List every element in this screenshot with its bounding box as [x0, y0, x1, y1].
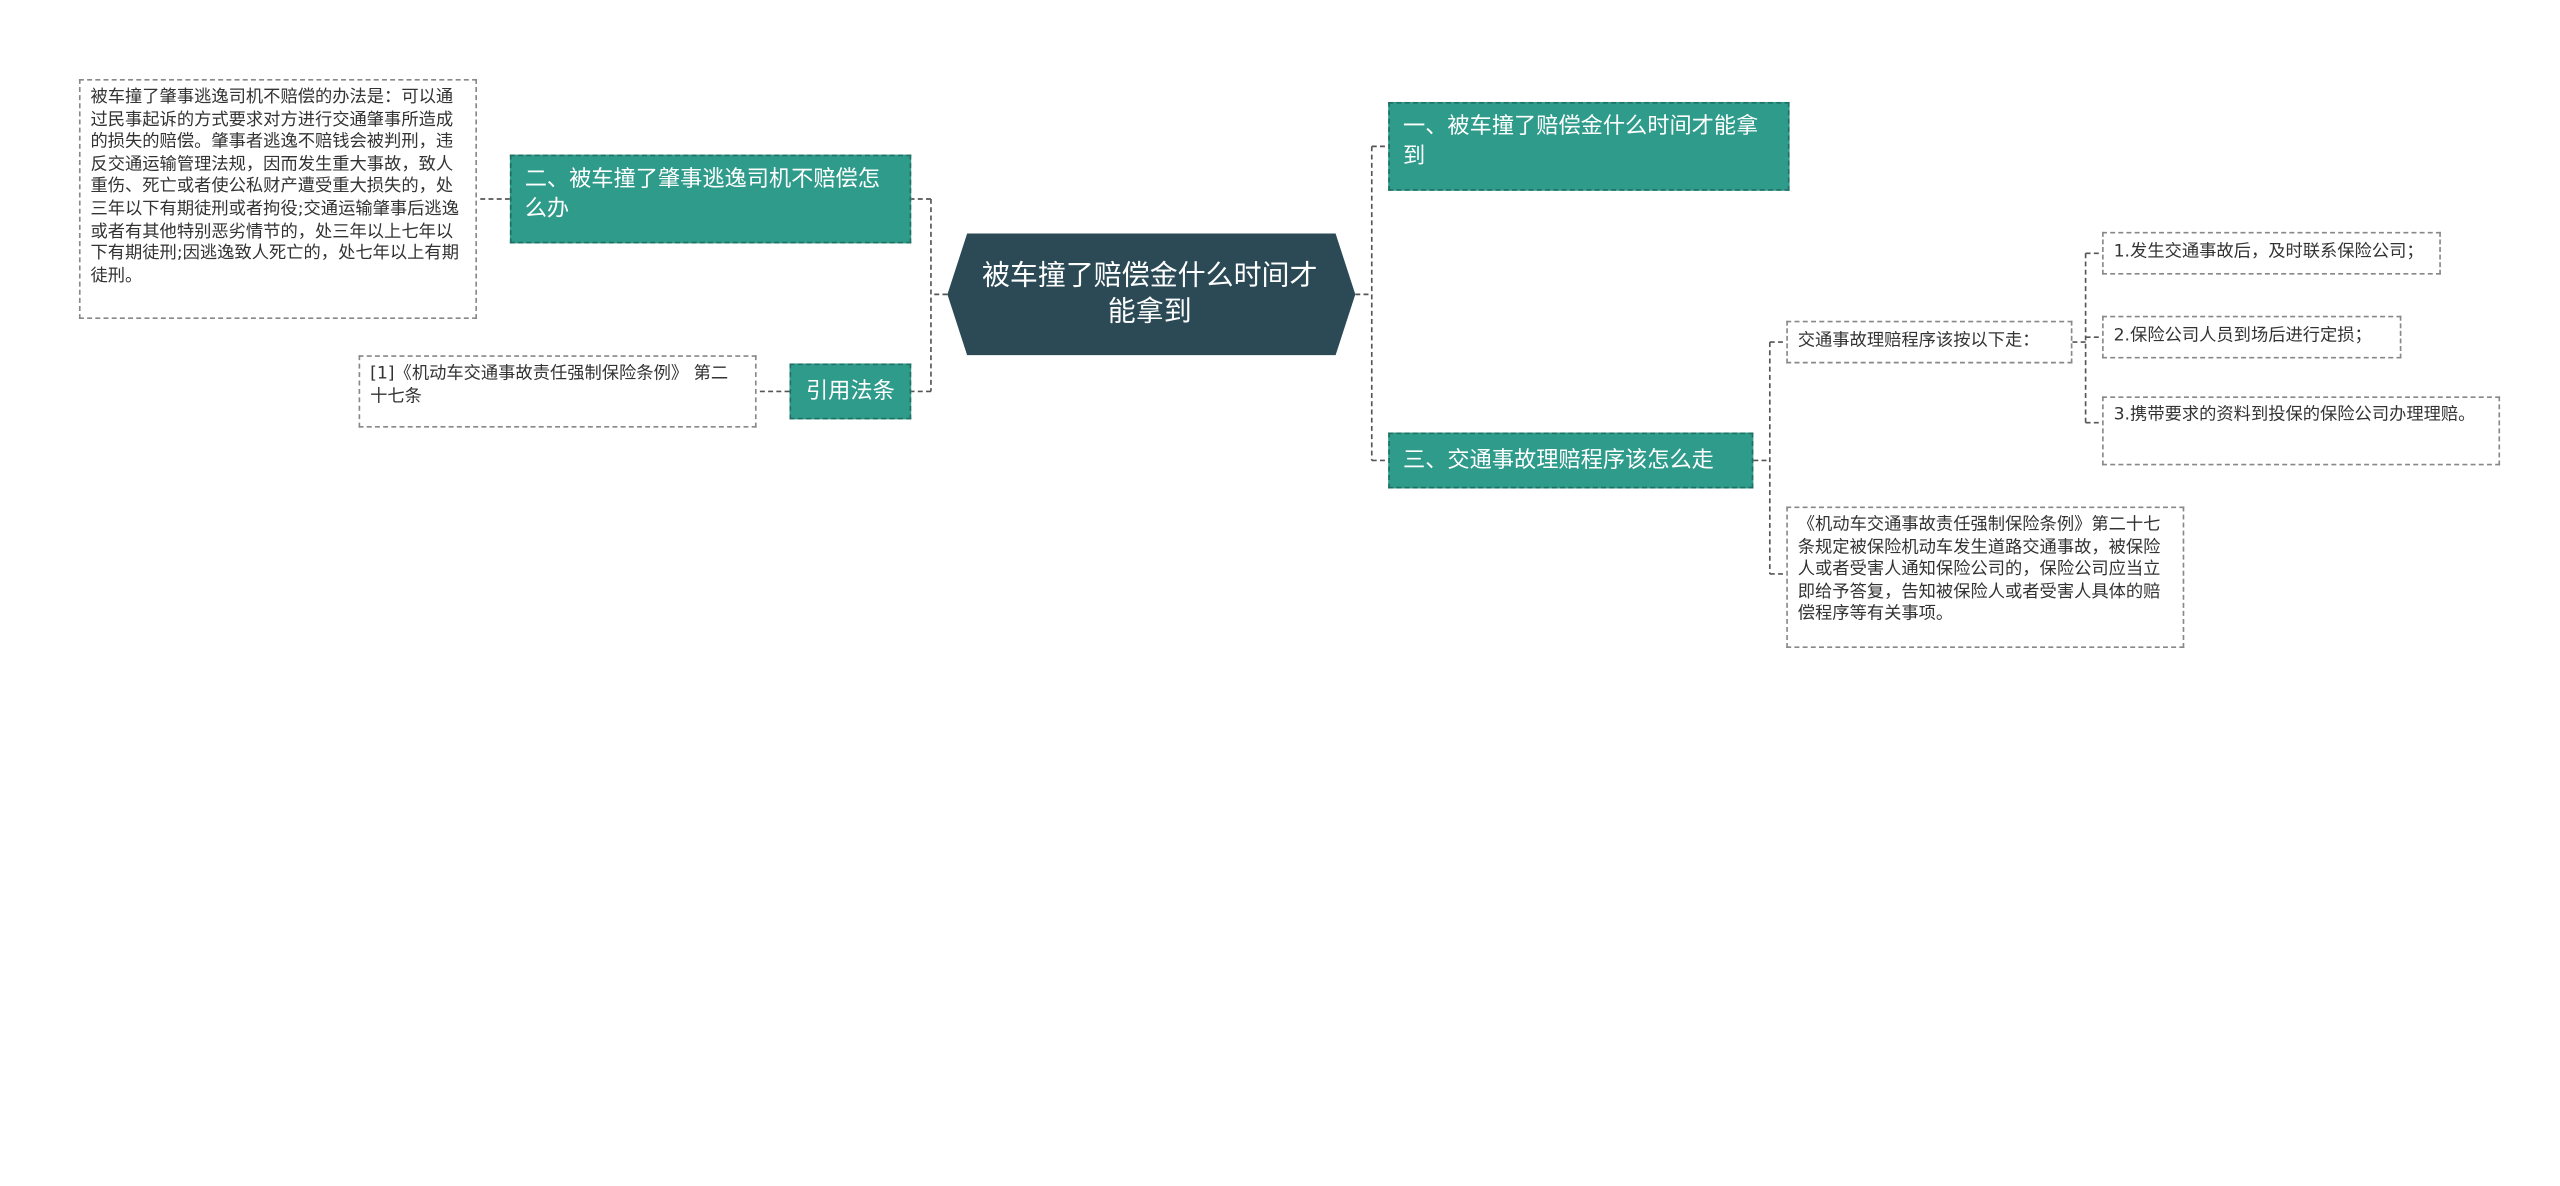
branch-right-1[interactable]: 一、被车撞了赔偿金什么时间才能拿到 — [1388, 101, 1790, 191]
branch-right-3[interactable]: 三、交通事故理赔程序该怎么走 — [1388, 432, 1754, 489]
branch-right-3-label: 三、交通事故理赔程序该怎么走 — [1403, 447, 1714, 474]
procedure-label: 交通事故理赔程序该按以下走： — [1797, 330, 2040, 351]
root-label: 被车撞了赔偿金什么时间才能拿到 — [981, 259, 1318, 329]
connector-procedure-steps — [2072, 252, 2103, 424]
procedure-step-3: 3.携带要求的资料到投保的保险公司办理理赔。 — [2102, 396, 2501, 466]
note-left-2: [1]《机动车交通事故责任强制保险条例》 第二十七条 — [358, 355, 757, 428]
procedure-step-2: 2.保险公司人员到场后进行定损； — [2102, 315, 2402, 359]
note-left-1-text: 被车撞了肇事逃逸司机不赔偿的办法是：可以通过民事起诉的方式要求对方进行交通肇事所… — [90, 87, 459, 286]
connector-root-right — [1355, 145, 1389, 462]
procedure-step-1: 1.发生交通事故后，及时联系保险公司； — [2102, 231, 2441, 275]
procedure-step-3-text: 3.携带要求的资料到投保的保险公司办理理赔。 — [2113, 404, 2476, 425]
branch-left-1[interactable]: 二、被车撞了肇事逃逸司机不赔偿怎么办 — [509, 154, 912, 244]
note-left-1: 被车撞了肇事逃逸司机不赔偿的办法是：可以通过民事起诉的方式要求对方进行交通肇事所… — [78, 78, 477, 320]
branch-left-2[interactable]: 引用法条 — [789, 363, 912, 420]
branch-right-1-label: 一、被车撞了赔偿金什么时间才能拿到 — [1403, 113, 1759, 170]
connector-root-left — [911, 198, 948, 393]
branch-left-1-label: 二、被车撞了肇事逃逸司机不赔偿怎么办 — [524, 166, 880, 223]
note-left-2-text: [1]《机动车交通事故责任强制保险条例》 第二十七条 — [370, 363, 729, 406]
procedure-node: 交通事故理赔程序该按以下走： — [1786, 320, 2073, 364]
root-node[interactable] — [947, 233, 1356, 356]
procedure-step-1-text: 1.发生交通事故后，及时联系保险公司； — [2113, 242, 2424, 262]
connector-lines — [476, 145, 2103, 575]
note-right-3: 《机动车交通事故责任强制保险条例》第二十七条规定被保险机动车发生道路交通事故，被… — [1786, 506, 2185, 648]
connector-right3-children — [1753, 341, 1787, 575]
branch-left-2-label: 引用法条 — [805, 378, 895, 405]
note-right-3-text: 《机动车交通事故责任强制保险条例》第二十七条规定被保险机动车发生道路交通事故，被… — [1797, 514, 2161, 624]
procedure-step-2-text: 2.保险公司人员到场后进行定损； — [2113, 325, 2372, 346]
